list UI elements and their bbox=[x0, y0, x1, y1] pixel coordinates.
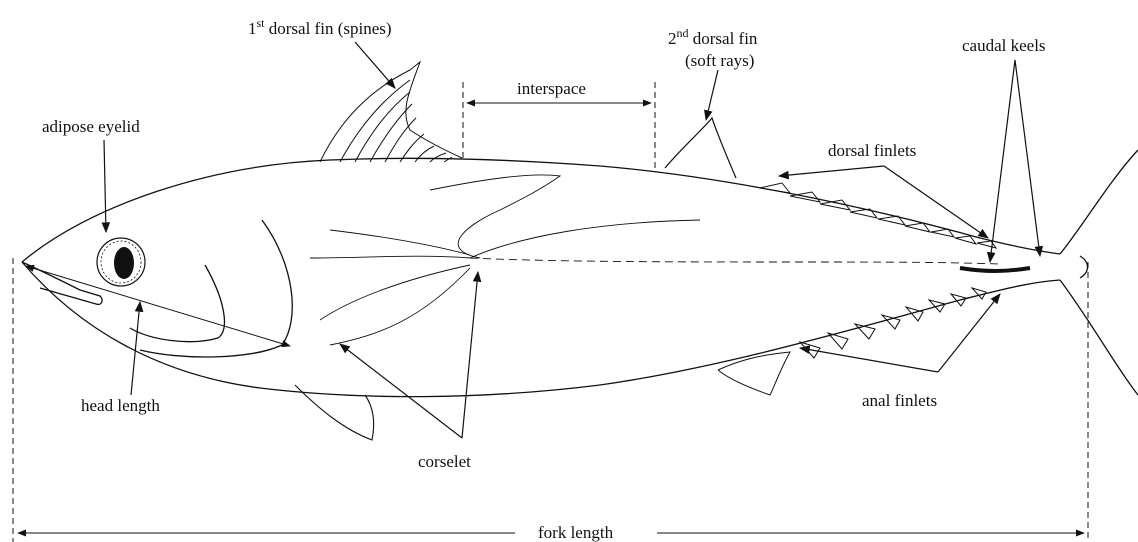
caudal-keel-mark bbox=[960, 268, 1030, 271]
fork-length-label: fork length bbox=[538, 523, 614, 542]
head-length-arrow bbox=[131, 302, 140, 395]
second-dorsal-fin-label: 2nd dorsal fin bbox=[668, 26, 758, 48]
first-dorsal-fin bbox=[320, 62, 462, 162]
dorsal-finlets-arrow-right bbox=[884, 166, 988, 238]
anal-finlets-arrow-left bbox=[800, 348, 938, 372]
dorsal-finlets-arrow-left bbox=[779, 166, 884, 176]
head-length-label: head length bbox=[81, 396, 160, 415]
adipose-eyelid-label: adipose eyelid bbox=[42, 117, 140, 136]
caudal-fin bbox=[1060, 150, 1138, 395]
dimension-lines bbox=[13, 82, 1088, 542]
corselet-label: corselet bbox=[418, 452, 471, 471]
caudal-keels-label: caudal keels bbox=[962, 36, 1046, 55]
interspace-label: interspace bbox=[517, 79, 586, 98]
fish-body bbox=[22, 158, 1060, 396]
caudal-keels-arrow-right bbox=[1015, 60, 1040, 256]
second-dorsal-fin bbox=[665, 118, 736, 178]
dorsal-finlets bbox=[760, 183, 996, 248]
first-dorsal-fin-label: 1st dorsal fin (spines) bbox=[248, 16, 392, 38]
second-dorsal-arrow bbox=[706, 70, 718, 120]
anal-finlets-label: anal finlets bbox=[862, 391, 937, 410]
eye bbox=[97, 238, 145, 286]
corselet-arrow-left bbox=[340, 344, 462, 438]
leader-arrows bbox=[104, 42, 1040, 438]
first-dorsal-arrow bbox=[355, 42, 395, 88]
anal-finlets-arrow-right bbox=[938, 294, 1000, 372]
dorsal-finlets-label: dorsal finlets bbox=[828, 141, 916, 160]
adipose-eyelid-arrow bbox=[104, 140, 106, 232]
corselet-arrow-right bbox=[462, 272, 478, 438]
second-dorsal-fin-label-line2: (soft rays) bbox=[685, 51, 754, 70]
caudal-keels-arrow-left bbox=[990, 60, 1015, 262]
